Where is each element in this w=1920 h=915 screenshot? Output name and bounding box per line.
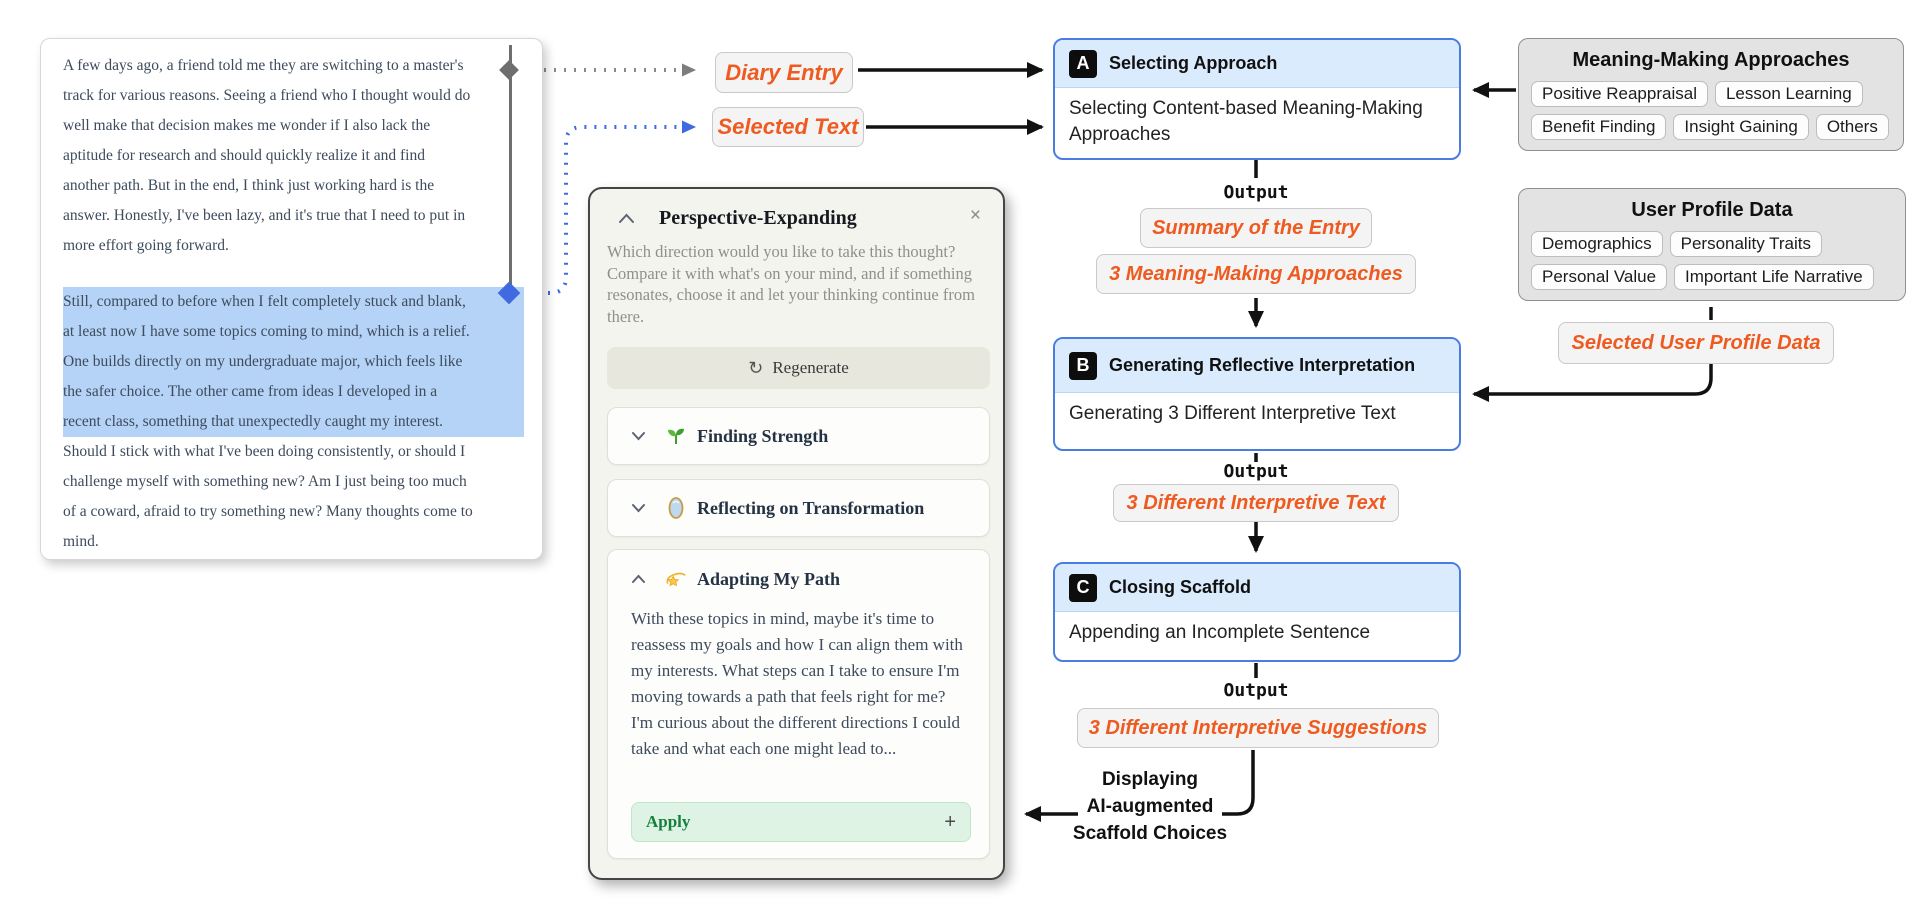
card-description: Which direction would you like to take t… — [607, 242, 975, 326]
section-toggle-row[interactable]: Finding Strength — [608, 408, 989, 464]
diary-line: challenge myself with something new? Am … — [63, 473, 467, 490]
paragraph-marker-line — [509, 45, 512, 290]
step-badge-b: B — [1069, 351, 1097, 380]
diary-line-highlighted: Still, compared to before when I felt co… — [63, 287, 524, 317]
seedling-icon — [665, 425, 687, 447]
flow-step-b-title: Generating Reflective Interpretation — [1109, 355, 1416, 375]
flow-step-a-title: Selecting Approach — [1109, 53, 1278, 73]
meaning-making-title: Meaning-Making Approaches — [1572, 49, 1850, 71]
flow-step-c-body: Appending an Incomplete Sentence — [1069, 622, 1371, 643]
shooting-star-icon — [665, 568, 687, 590]
diary-line: aptitude for research and should quickly… — [63, 147, 425, 164]
display-note-line: Scaffold Choices — [1072, 823, 1228, 844]
selected-user-profile-badge: Selected User Profile Data — [1558, 322, 1834, 364]
regenerate-button[interactable]: ↻ Regenerate — [607, 347, 990, 389]
output-label-b: Output — [1223, 461, 1289, 482]
selected-text-badge-label: Selected Text — [717, 114, 859, 139]
section-reflecting-on-transformation: Reflecting on Transformation — [607, 479, 990, 537]
diary-line: another path. But in the end, I think ju… — [63, 177, 435, 194]
section-finding-strength: Finding Strength — [607, 407, 990, 465]
flow-step-a-header: A Selecting Approach — [1055, 40, 1459, 88]
display-note-line: Displaying — [1101, 769, 1199, 790]
output-label-c: Output — [1223, 680, 1289, 701]
diary-entry-badge: Diary Entry — [715, 52, 853, 93]
user-profile-data-box: User Profile Data Demographics Personali… — [1518, 188, 1906, 301]
approach-tag: Benefit Finding — [1531, 114, 1667, 140]
flow-step-a: A Selecting Approach Selecting Content-b… — [1053, 38, 1461, 160]
diary-line: well make that decision makes me wonder … — [63, 117, 431, 134]
chevron-up-icon — [619, 213, 634, 223]
card-title: Perspective-Expanding — [659, 207, 857, 229]
step-badge-c: C — [1069, 573, 1097, 602]
close-icon[interactable]: × — [969, 205, 981, 226]
output-summary-label: Summary of the Entry — [1152, 216, 1360, 239]
approach-tag: Positive Reappraisal — [1531, 81, 1708, 107]
section-toggle-row[interactable]: Reflecting on Transformation — [608, 480, 989, 536]
output-interpretive-text-label: 3 Different Interpretive Text — [1126, 491, 1386, 514]
diary-line-highlighted: the safer choice. The other came from id… — [63, 377, 524, 407]
diary-line: Should I stick with what I've been doing… — [63, 443, 466, 460]
diary-entry-badge-label: Diary Entry — [725, 59, 843, 85]
display-note: Displaying AI-augmented Scaffold Choices — [1058, 766, 1242, 847]
display-note-line: AI-augmented — [1086, 796, 1214, 817]
selected-text-badge: Selected Text — [712, 107, 864, 147]
apply-button-label: Apply — [646, 812, 691, 831]
selected-user-profile-label: Selected User Profile Data — [1571, 331, 1821, 354]
perspective-expanding-card: Perspective-Expanding × Which direction … — [588, 187, 1005, 880]
suggestion-text: With these topics in mind, maybe it's ti… — [631, 609, 963, 758]
diary-line-highlighted: One builds directly on my undergraduate … — [63, 347, 524, 377]
output-label-a: Output — [1223, 182, 1289, 203]
output-suggestions-badge: 3 Different Interpretive Suggestions — [1077, 708, 1439, 748]
flow-step-c: C Closing Scaffold Appending an Incomple… — [1053, 562, 1461, 662]
diary-line-highlighted: at least now I have some topics coming t… — [63, 317, 524, 347]
flow-step-b-header: B Generating Reflective Interpretation — [1055, 339, 1459, 393]
section-toggle-row[interactable]: Adapting My Path — [608, 550, 989, 600]
user-profile-title: User Profile Data — [1631, 199, 1793, 221]
apply-button[interactable]: Apply + — [631, 802, 971, 842]
diary-line: more effort going forward. — [63, 237, 229, 254]
section-title: Adapting My Path — [697, 568, 841, 589]
diary-line: of a coward, afraid to try something new… — [63, 503, 473, 520]
section-title: Reflecting on Transformation — [697, 497, 925, 518]
section-adapting-my-path: Adapting My Path With these topics in mi… — [607, 549, 990, 859]
meaning-making-approaches-box: Meaning-Making Approaches Positive Reapp… — [1518, 38, 1904, 151]
section-title: Finding Strength — [697, 425, 829, 446]
diary-line-highlighted: recent class, something that unexpectedl… — [63, 407, 524, 437]
output-summary-badge: Summary of the Entry — [1140, 208, 1372, 248]
approach-tag: Others — [1815, 114, 1889, 140]
profile-tag: Personality Traits — [1669, 231, 1822, 257]
profile-tag: Demographics — [1531, 231, 1663, 257]
regenerate-icon: ↻ — [748, 357, 764, 378]
step-badge-a: A — [1069, 49, 1097, 78]
diary-entry-panel[interactable]: A few days ago, a friend told me they ar… — [40, 38, 543, 560]
approach-tag: Insight Gaining — [1673, 114, 1809, 140]
output-interpretive-text-badge: 3 Different Interpretive Text — [1113, 484, 1399, 522]
plus-icon: + — [944, 810, 956, 833]
regenerate-label: Regenerate — [772, 358, 849, 377]
approach-tag: Lesson Learning — [1714, 81, 1863, 107]
diary-line: answer. Honestly, I've been lazy, and it… — [63, 207, 466, 224]
card-header[interactable]: Perspective-Expanding × — [590, 205, 1003, 235]
chevron-down-icon — [632, 504, 645, 513]
mirror-icon — [665, 497, 687, 519]
flow-step-c-header: C Closing Scaffold — [1055, 564, 1459, 612]
chevron-up-icon — [632, 574, 645, 583]
profile-tag: Personal Value — [1531, 264, 1668, 290]
diary-line: track for various reasons. Seeing a frie… — [63, 87, 471, 104]
flow-step-a-body: Selecting Content-based Meaning-Making A… — [1069, 98, 1423, 145]
profile-tag: Important Life Narrative — [1674, 264, 1874, 290]
output-approaches-badge: 3 Meaning-Making Approaches — [1096, 254, 1416, 294]
flow-step-b: B Generating Reflective Interpretation G… — [1053, 337, 1461, 451]
output-suggestions-label: 3 Different Interpretive Suggestions — [1088, 716, 1428, 739]
chevron-down-icon — [632, 432, 645, 441]
diary-line: mind. — [63, 533, 99, 550]
flow-step-c-title: Closing Scaffold — [1109, 577, 1252, 597]
diary-line: A few days ago, a friend told me they ar… — [63, 57, 464, 74]
output-approaches-label: 3 Meaning-Making Approaches — [1109, 262, 1403, 285]
flow-step-b-body: Generating 3 Different Interpretive Text — [1069, 403, 1396, 424]
